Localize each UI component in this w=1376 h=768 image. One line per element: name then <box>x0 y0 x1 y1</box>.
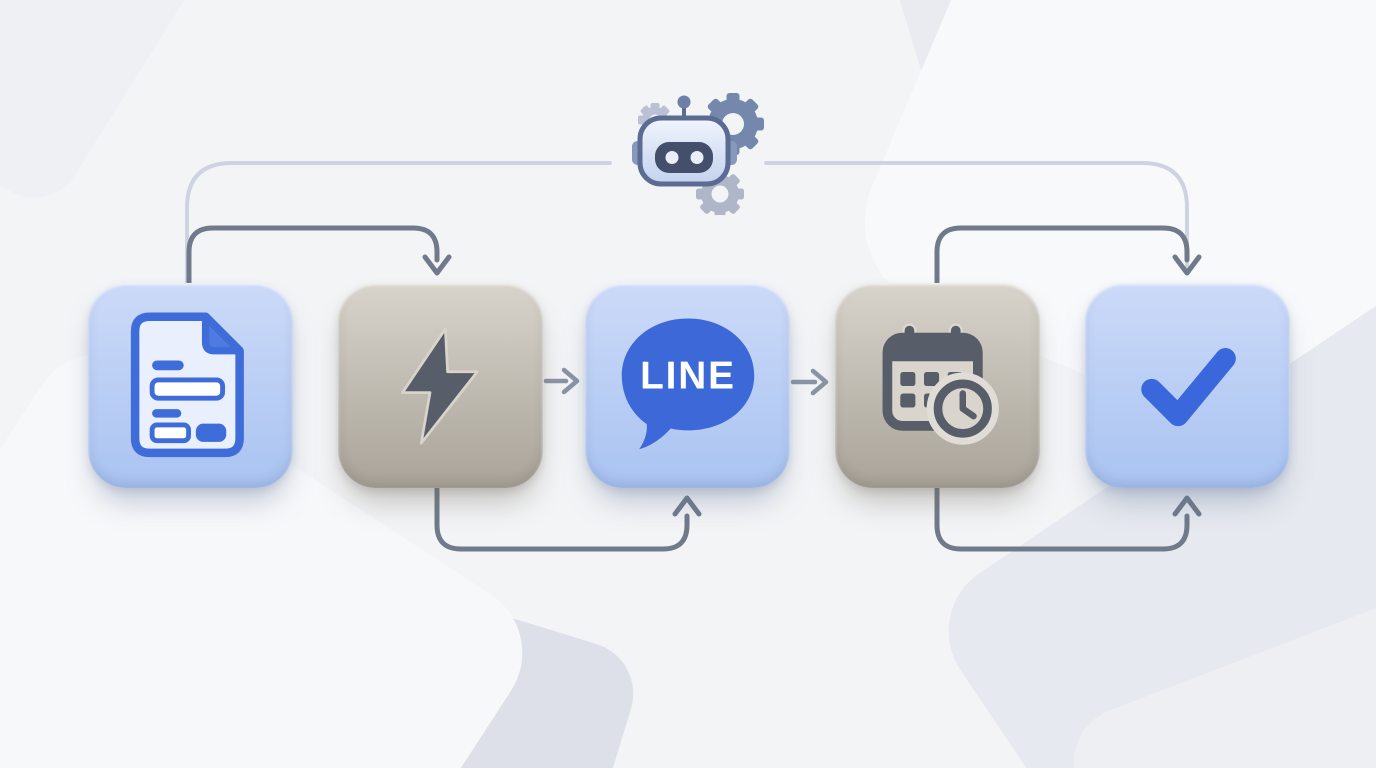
robot-automation-hub <box>600 85 770 218</box>
robot-eye-right <box>690 151 704 164</box>
robot-gears-icon <box>632 93 764 218</box>
node-complete <box>1085 283 1290 488</box>
node-schedule <box>835 283 1040 488</box>
robot-eye-left <box>665 151 679 164</box>
gear-large-icon <box>702 93 764 155</box>
calendar-clock-icon <box>882 323 999 445</box>
node-form <box>88 283 293 488</box>
robot-visor <box>655 142 713 173</box>
background-shape <box>0 0 219 216</box>
node-line-message: LINE <box>585 283 790 488</box>
connector-form-to-trigger <box>186 225 440 285</box>
connector-hub-to-form <box>185 161 612 284</box>
arrowhead-up <box>672 495 702 517</box>
lightning-bolt-icon <box>400 326 479 445</box>
clock-halo <box>926 372 999 445</box>
arrowhead-right <box>810 368 829 396</box>
clock-hands <box>959 389 977 419</box>
form-document-icon <box>130 311 244 457</box>
line-chat-bubble-icon: LINE <box>621 318 754 449</box>
node-trigger <box>338 283 543 488</box>
checkmark-icon <box>1140 347 1236 426</box>
arrowhead-down <box>422 254 452 276</box>
arrowhead-right <box>561 367 580 395</box>
line-label: LINE <box>640 354 736 397</box>
connector-trigger-to-line-bottom <box>434 486 690 552</box>
